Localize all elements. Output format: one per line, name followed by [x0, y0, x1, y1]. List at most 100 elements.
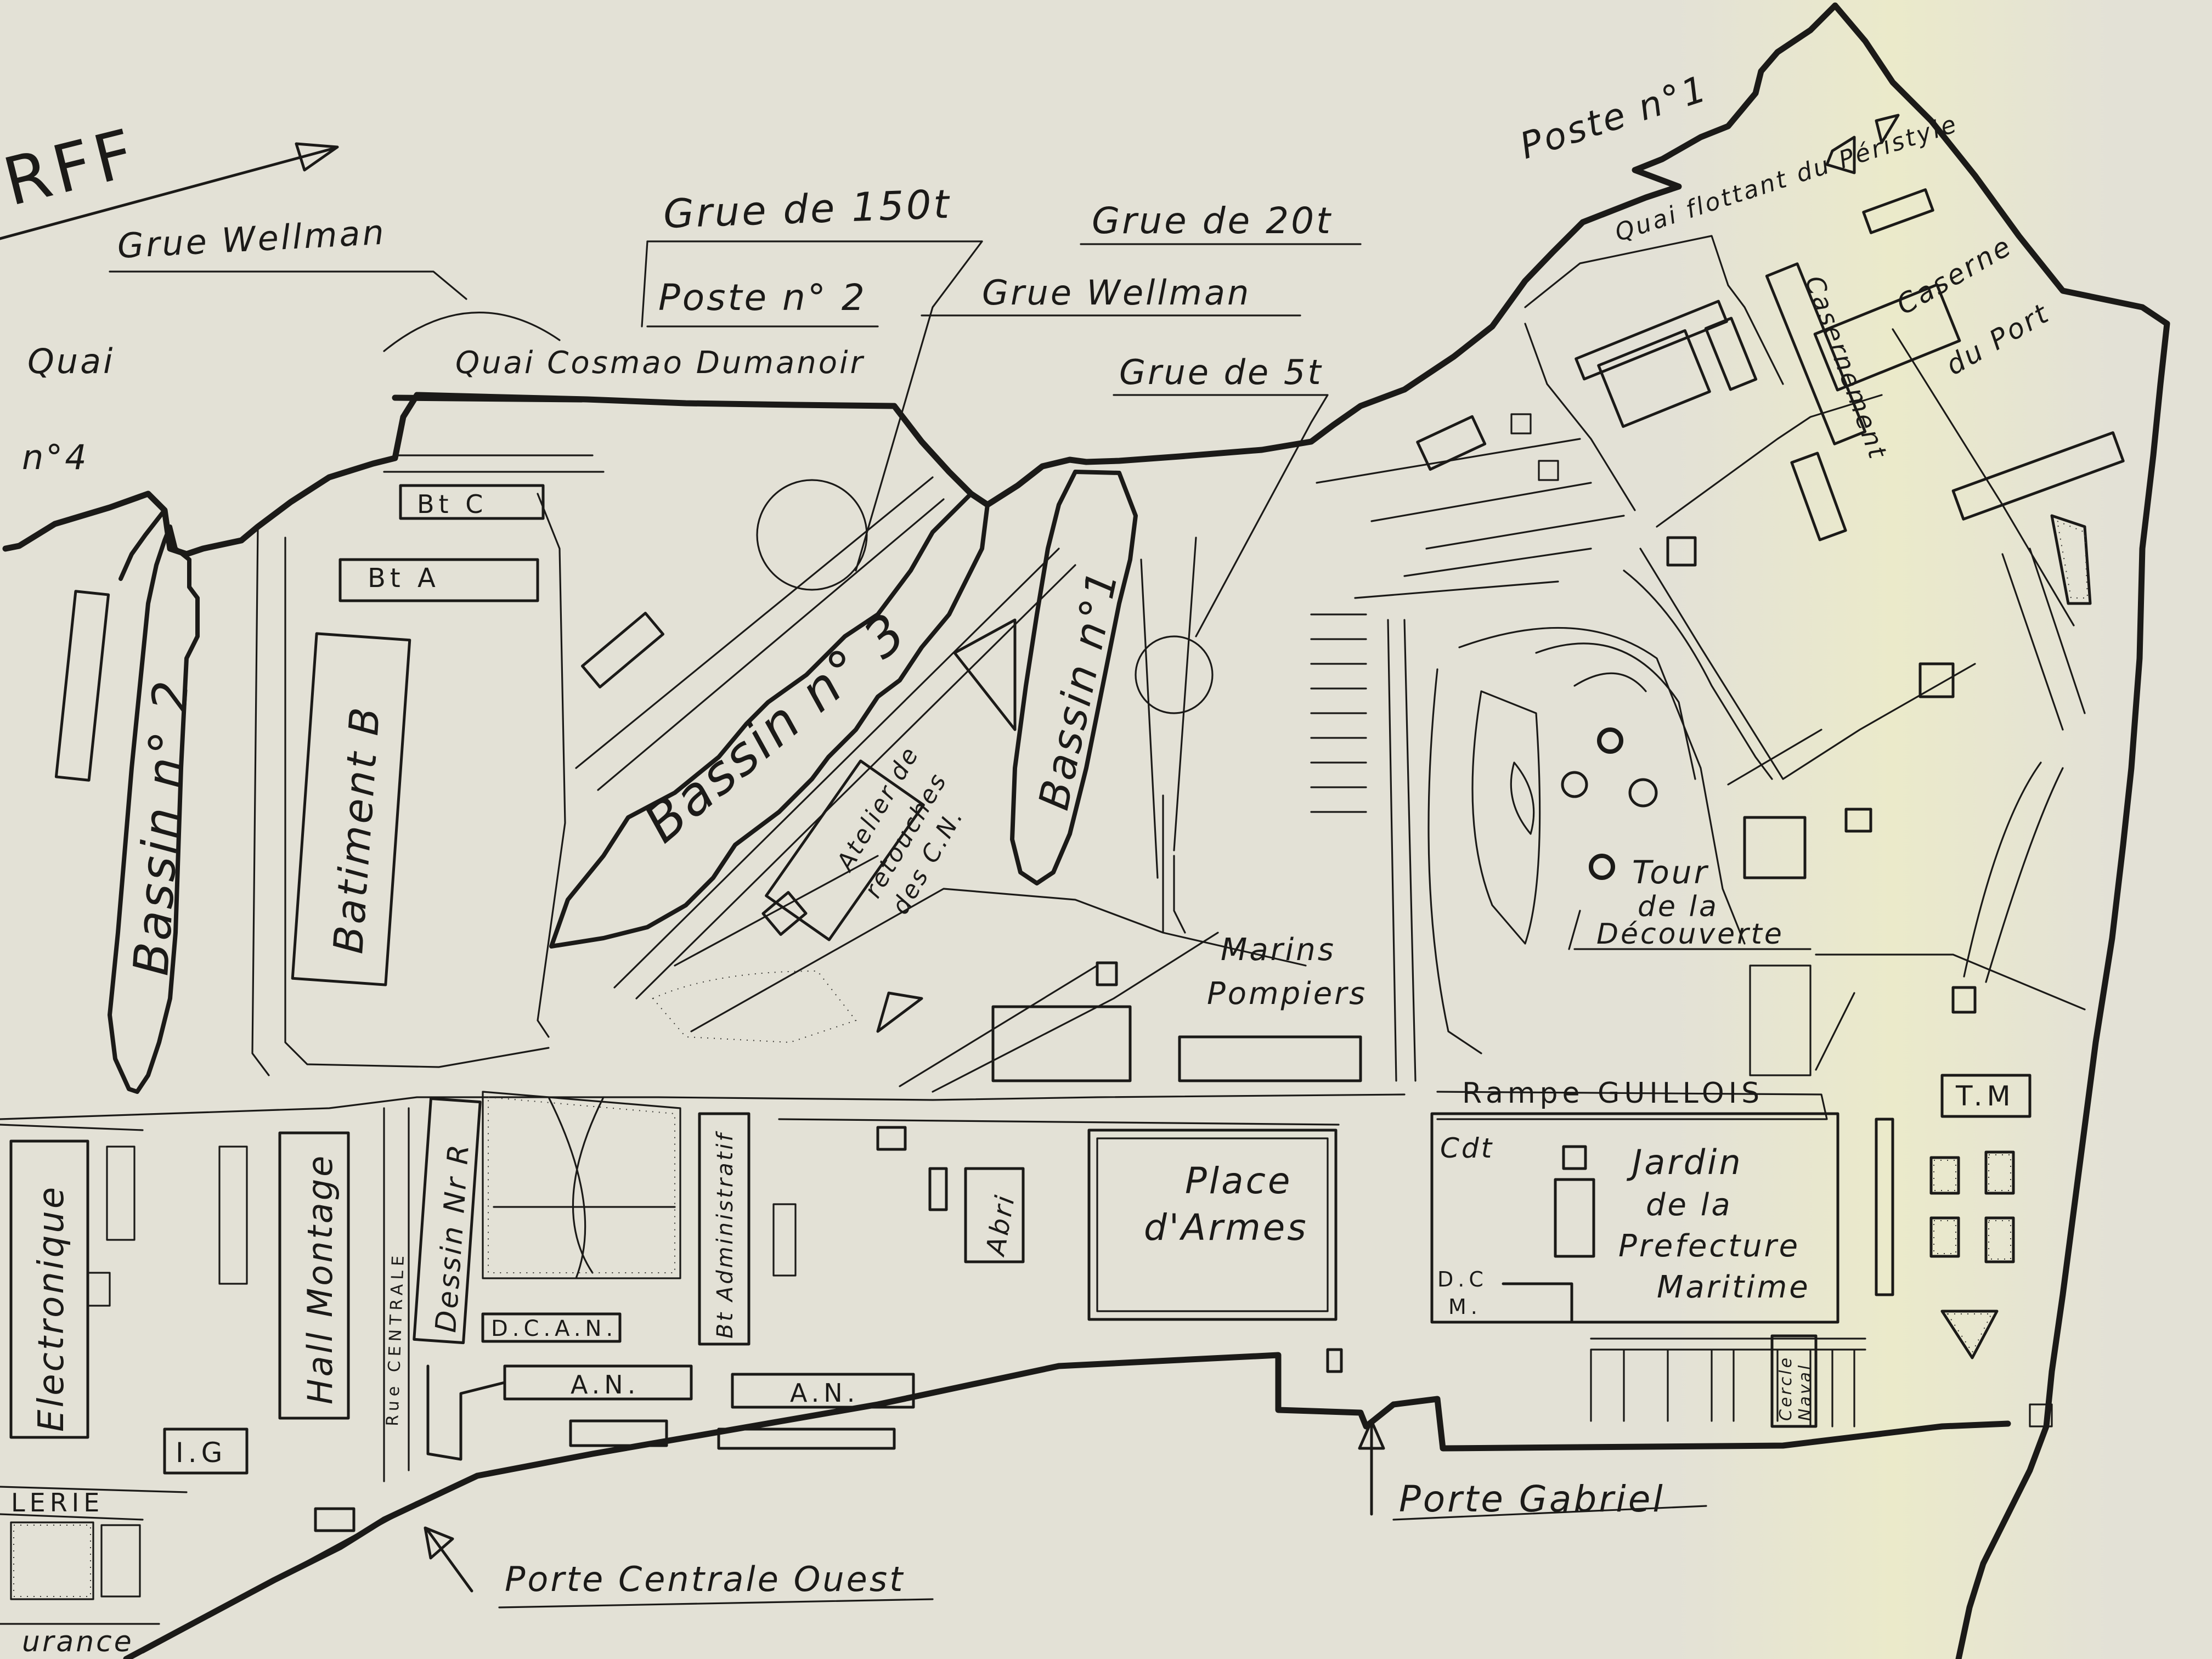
porte-centrale-label: Porte Centrale Ouest [505, 1559, 905, 1599]
porte-gabriel-label: Porte Gabriel [1399, 1478, 1665, 1520]
poste-2-label: Poste n° 2 [658, 276, 867, 319]
western-quay-edge [119, 508, 167, 581]
east-thin-building [1875, 1118, 1894, 1296]
ne-triangle-1 [1825, 136, 1856, 174]
east-hut-6 [1951, 986, 1977, 1014]
tour-garden-pond-2 [1561, 771, 1588, 798]
tour-garden-pond-1 [1597, 727, 1623, 754]
crane-rail-bassin-1 [613, 548, 1076, 1000]
bt-admin-label: Bt Administratif [713, 1131, 738, 1339]
an-right-annex [717, 1427, 896, 1450]
cercle-naval-stripes [1590, 1338, 1866, 1427]
hall-montage-annex [218, 1146, 248, 1285]
crane-rail-bassin-3 [575, 476, 945, 791]
tour-diagonal [1815, 992, 1855, 1071]
quai-no4-label: n°4 [22, 437, 89, 477]
grue-5t-leader [1113, 394, 1329, 637]
east-vertical-road [2001, 548, 2086, 731]
ne-building-long-1 [1575, 300, 1728, 381]
east-hut-1 [1510, 413, 1532, 435]
marins-label-1: Marins [1221, 932, 1336, 968]
dcm-label-2: M. [1448, 1295, 1482, 1319]
jardin-hut [1562, 1145, 1587, 1170]
quai-label: Quai [27, 341, 115, 381]
dcm-label-1: D.C [1437, 1267, 1488, 1291]
porte-gabriel-arrow [1358, 1419, 1385, 1516]
grue-5t-label: Grue de 5t [1119, 352, 1323, 392]
central-garden [482, 1091, 681, 1279]
grue-wellman-right-leader [855, 240, 1301, 572]
east-hut-2 [1538, 460, 1559, 481]
place-label-1: Place [1185, 1160, 1292, 1202]
batiment-a [338, 558, 539, 602]
tm-hut [2029, 1403, 2053, 1427]
marins-label-2: Pompiers [1207, 976, 1367, 1012]
dessin-nr-building [413, 1097, 482, 1345]
hall-montage-building [278, 1131, 350, 1420]
crane-wellman-arc [383, 312, 561, 352]
bassin-1-outline [1010, 470, 1138, 885]
ne-triangle-2 [1875, 114, 1900, 144]
tour-garden-leaf [1510, 761, 1535, 835]
jardin-side-building [1502, 1282, 1573, 1324]
grue-wellman-left-leader [109, 270, 467, 300]
east-hut-3 [1666, 536, 1697, 567]
an-right-building [731, 1373, 915, 1409]
place-darmes-post [1326, 1348, 1343, 1373]
admin-annex [772, 1203, 797, 1277]
an-left-label: A.N. [571, 1370, 640, 1400]
tour-label-2: de la [1638, 890, 1719, 923]
small-triangle [876, 991, 923, 1033]
crane-5t-circle [1135, 635, 1214, 714]
bassin-3-shed [580, 612, 665, 689]
east-road-curves [1427, 569, 2086, 1054]
place-darmes-inner [1096, 1137, 1329, 1312]
west-zone-road [537, 493, 566, 1038]
marins-pompiers-hut [1096, 961, 1118, 986]
casernement-building [1765, 262, 1867, 445]
rance-label: urance [22, 1626, 134, 1658]
jardin-prefecture [1430, 1112, 1839, 1324]
grue-wellman-right-label: Grue Wellman [982, 273, 1251, 313]
south-main-road [0, 1093, 1406, 1131]
bt-c-label: Bt C [417, 489, 487, 519]
tm-block-2 [1984, 1150, 2015, 1195]
tm-triangle [1940, 1310, 1999, 1359]
porte-gabriel-underline [1392, 1505, 1707, 1521]
tm-label: T.M [1955, 1080, 2015, 1112]
lerie-label: LERIE [11, 1488, 104, 1517]
electronique-annex [106, 1146, 136, 1241]
jardin-label-4: Maritime [1657, 1269, 1810, 1305]
tour-label-1: Tour [1632, 854, 1709, 891]
east-hut-4 [1918, 662, 1955, 698]
east-hut-5 [1844, 808, 1872, 833]
quai-cosmao-edge [392, 394, 585, 403]
electronique-label: Electronique [31, 1185, 72, 1432]
tm-block-1 [1929, 1156, 1960, 1195]
tm-block-4 [1984, 1216, 2015, 1263]
rue-centrale-road [383, 1107, 410, 1482]
an-block-outline [426, 1364, 506, 1461]
sw-hatched-block [10, 1521, 94, 1600]
dcan-label: D.C.A.N. [491, 1316, 617, 1341]
paper-fold-highlight [1673, 0, 2112, 1659]
tour-de-la-decouverte-marker [1589, 854, 1615, 880]
ne-triangle-shaded [2050, 514, 2092, 605]
abri-annex [928, 1167, 948, 1211]
place-darmes [1087, 1128, 1338, 1321]
ne-building-2 [1597, 329, 1711, 428]
electronique-hut [87, 1272, 111, 1307]
tm-block-3 [1929, 1216, 1960, 1258]
ne-building-3 [1704, 317, 1758, 391]
cercle-label-2: Naval [1796, 1363, 1815, 1421]
batiment-b [291, 632, 411, 986]
batiment-c [399, 484, 545, 520]
batiment-c-road [251, 454, 605, 1076]
dcan-building [481, 1312, 622, 1343]
cercle-naval-building [1770, 1334, 1818, 1428]
rampe-guillois-road [1436, 1091, 1828, 1120]
quai-cosmao-label: Quai Cosmao Dumanoir [455, 345, 865, 381]
bt-a-label: Bt A [368, 563, 440, 594]
